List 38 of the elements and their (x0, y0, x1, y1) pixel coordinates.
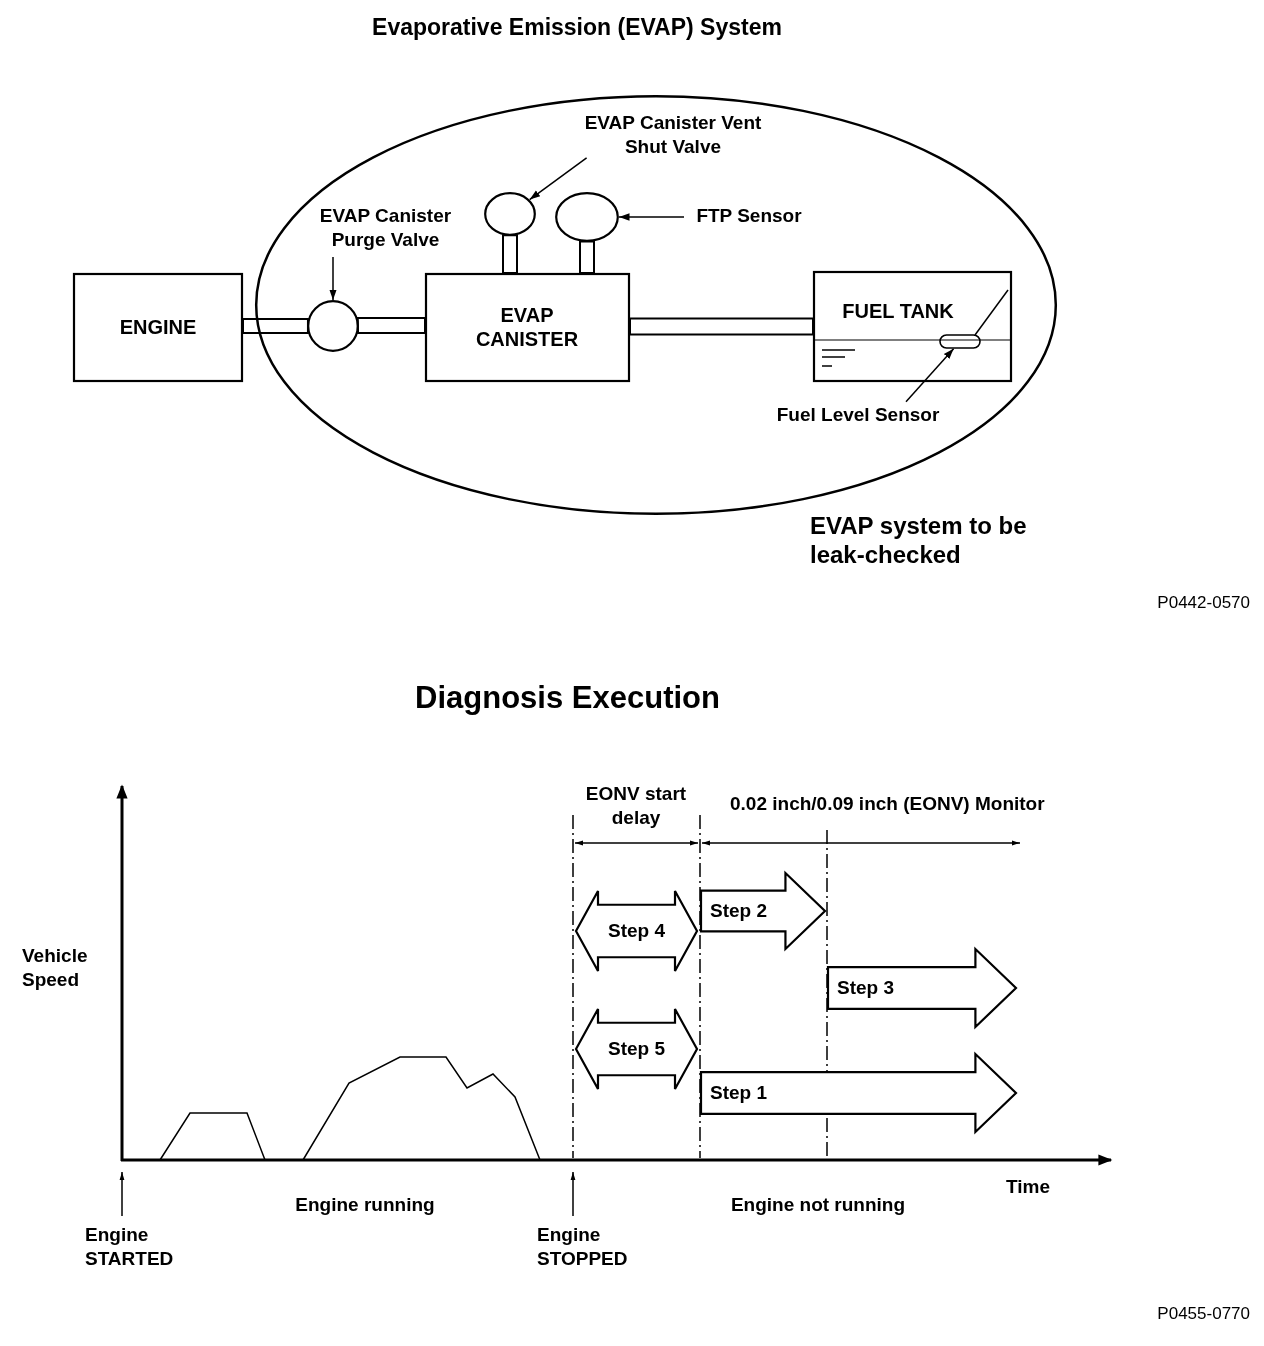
callout-text: EVAP Canister Purge Valve (298, 204, 473, 252)
figure-code: P0455-0770 (1156, 1303, 1250, 1324)
leader-line (905, 347, 955, 403)
section-title: Diagnosis Execution (414, 679, 721, 717)
pipe (356, 317, 426, 334)
node-label: FUEL TANK (841, 299, 955, 323)
axis-title: Time (1006, 1175, 1051, 1199)
pipe (579, 240, 595, 274)
float-symbol (939, 334, 981, 349)
pipe (242, 318, 309, 334)
node-label: Step 5 (607, 1037, 666, 1060)
phase-label: 0.02 inch/0.09 inch (EONV) Monitor (730, 792, 1046, 816)
node-label: Step 4 (607, 919, 666, 942)
leader-line (528, 157, 588, 201)
phase-label: Engine running (294, 1193, 436, 1217)
node-label: Step 1 (710, 1081, 768, 1104)
leader-line (329, 256, 337, 301)
event-label: Engine STARTED (85, 1223, 175, 1271)
node-label: EVAP system to be leak-checked (810, 511, 1028, 569)
callout-text: EVAP Canister Vent Shut Valve (583, 111, 763, 159)
phase-label: EONV start delay (584, 782, 688, 830)
node-label: ENGINE (118, 315, 198, 339)
pipe (502, 234, 518, 274)
node-label: EVAP CANISTER (474, 303, 580, 351)
valve-circle (307, 300, 359, 352)
axis-title: Vehicle Speed (22, 944, 89, 992)
pipe (629, 317, 814, 336)
figure-code: P0442-0570 (1156, 592, 1250, 613)
event-label: Engine STOPPED (537, 1223, 629, 1271)
valve-circle (484, 192, 536, 236)
node-label: Step 2 (710, 899, 768, 922)
leader-line (618, 213, 685, 221)
node-label: Step 3 (837, 976, 895, 999)
callout-text: Fuel Level Sensor (758, 403, 958, 427)
callout-text: FTP Sensor (684, 204, 814, 228)
valve-circle (555, 192, 619, 242)
diagram-title: Evaporative Emission (EVAP) System (371, 14, 783, 41)
phase-label: Engine not running (729, 1193, 907, 1217)
